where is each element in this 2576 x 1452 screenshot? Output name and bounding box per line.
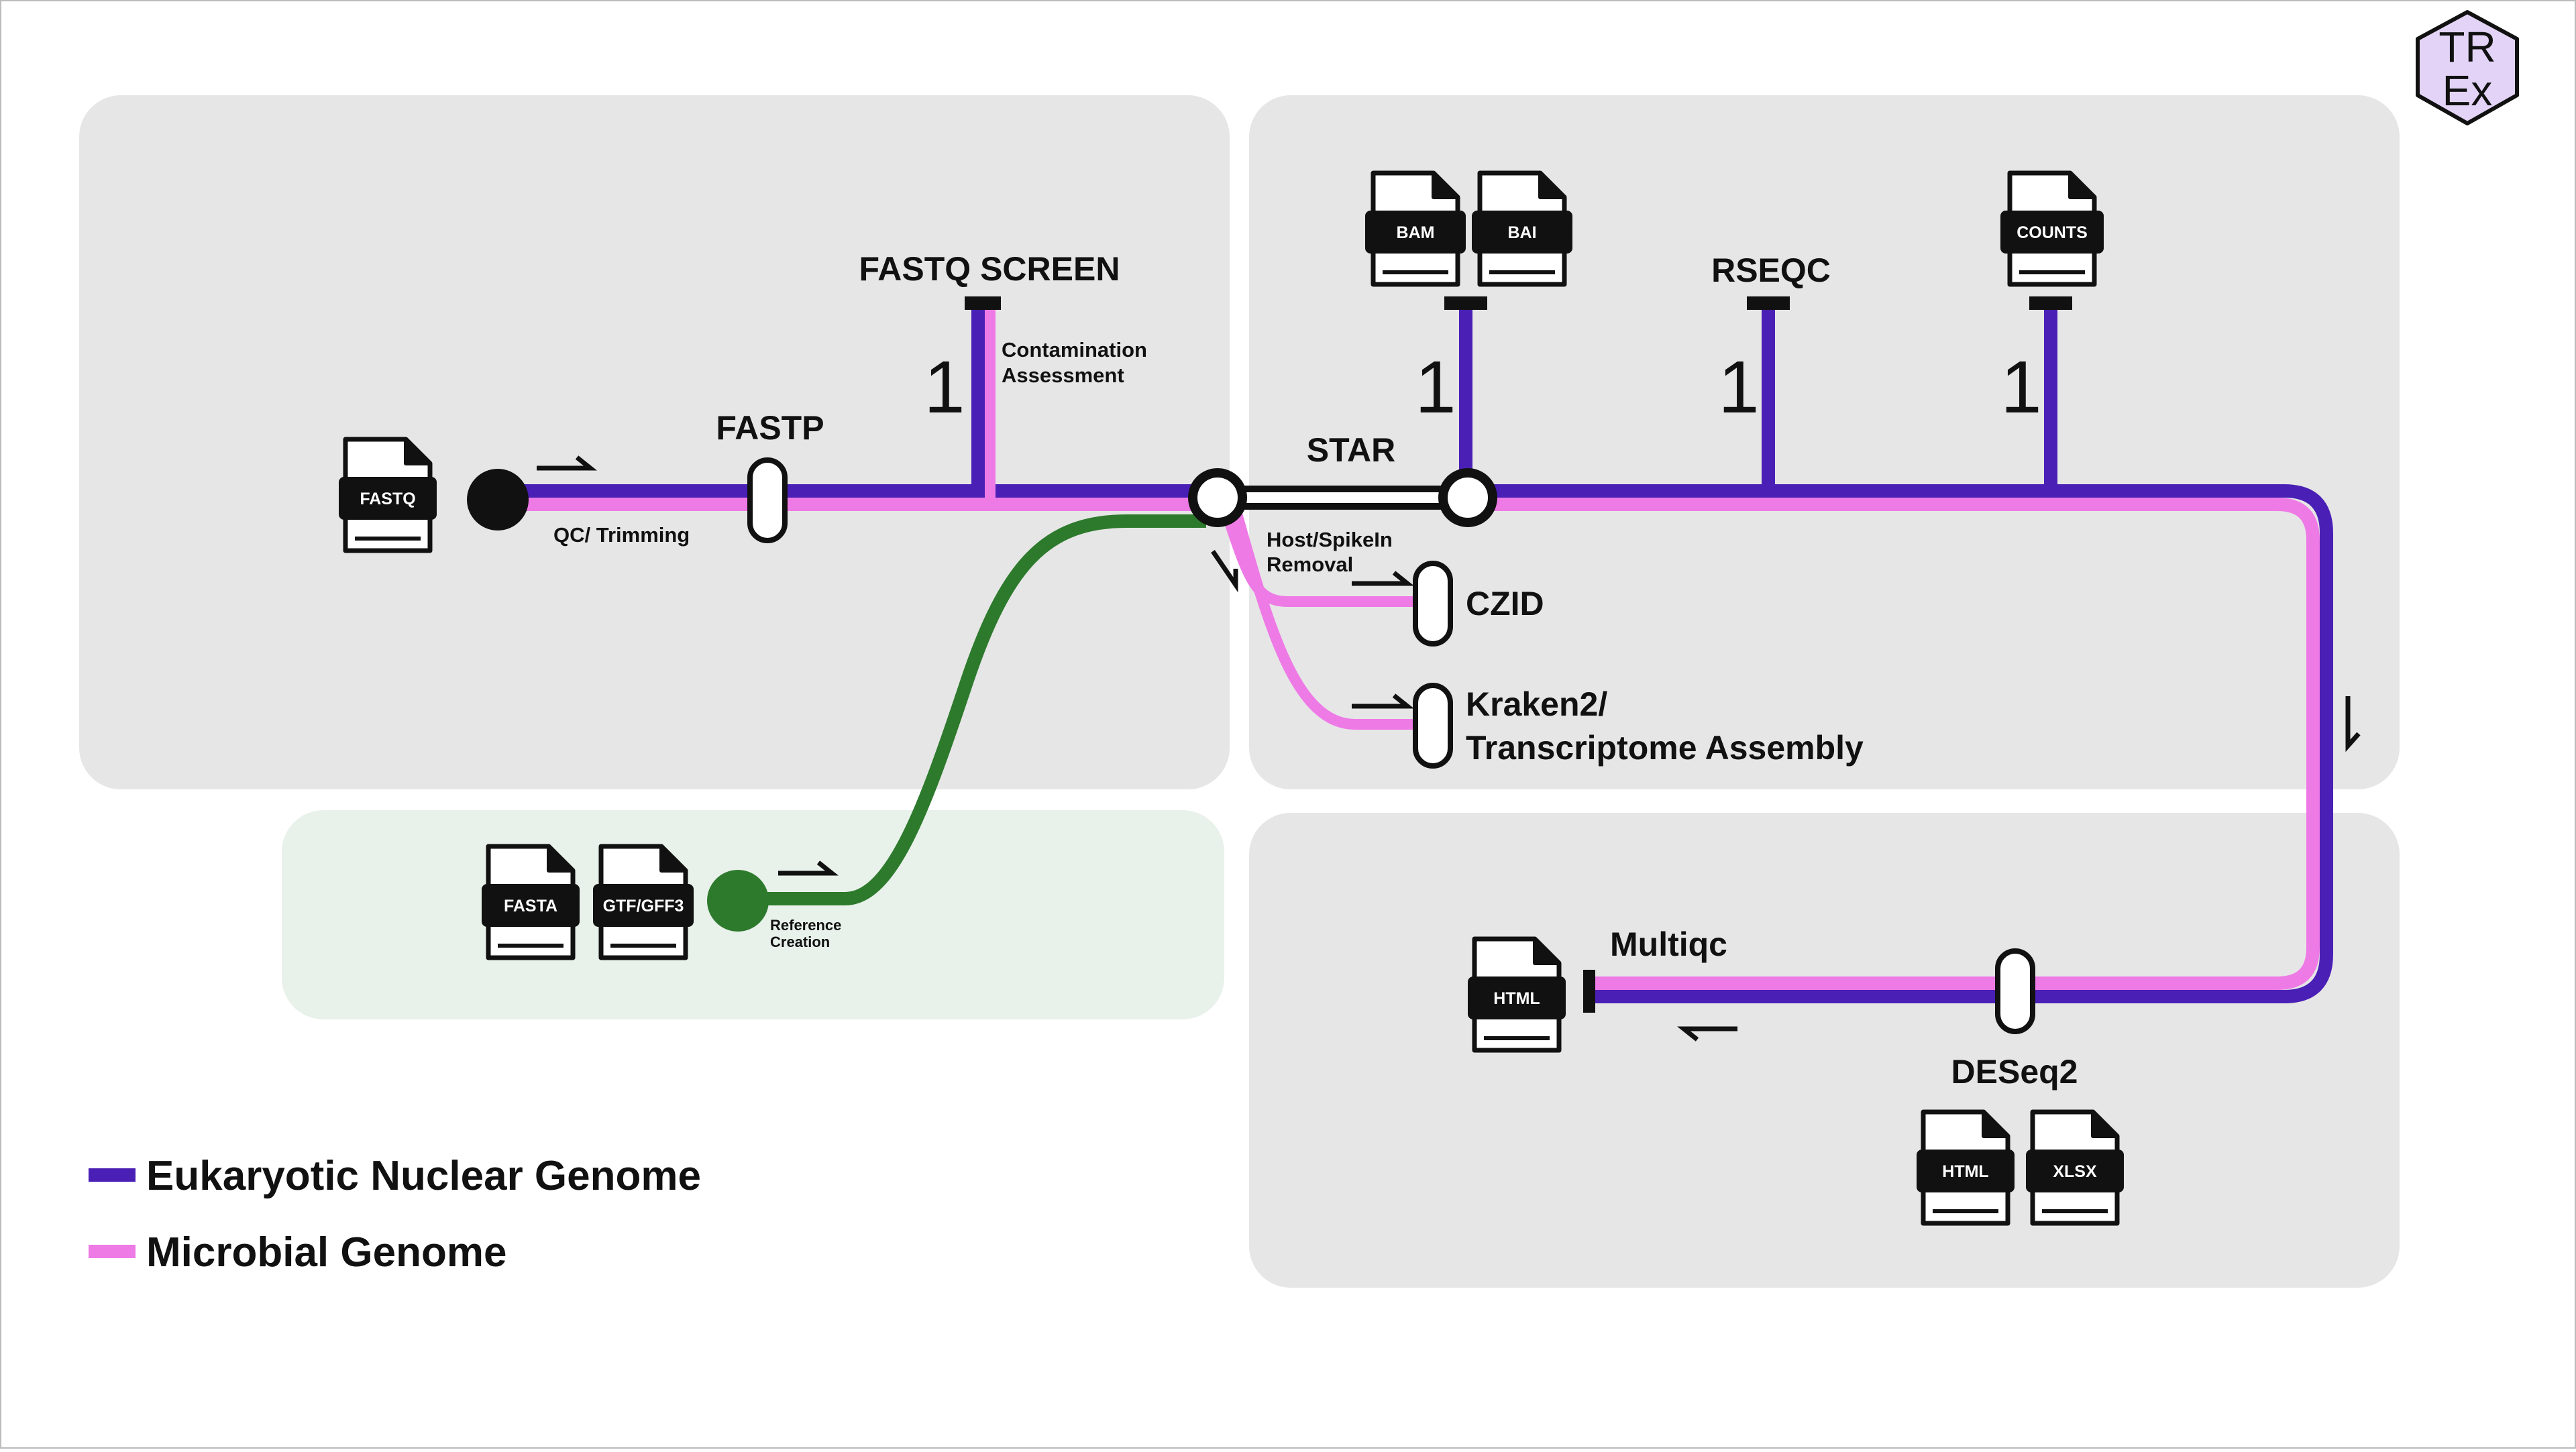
bam-file-label: BAM [1397, 223, 1435, 242]
counts-count: 1 [2000, 346, 2041, 429]
multiqc-html-file-label: HTML [1493, 989, 1540, 1008]
arrow-right-icon [1352, 693, 1414, 709]
arrow-right-icon [778, 860, 839, 876]
counts-terminus [2029, 296, 2072, 310]
fastq-screen-label: FASTQ SCREEN [859, 250, 1120, 288]
deseq2-xlsx-file-label: XLSX [2053, 1162, 2097, 1181]
reference-label-line1: Reference [770, 917, 841, 934]
legend-swatch-eukaryotic [89, 1168, 136, 1182]
rseqc-label: RSEQC [1711, 252, 1831, 289]
star-end-node [1438, 468, 1497, 527]
fastp-label: FASTP [716, 409, 824, 447]
fastq-screen-count: 1 [924, 346, 965, 429]
host-removal-label-line2: Removal [1267, 553, 1353, 576]
logo-hexagon-icon [2416, 10, 2519, 125]
host-removal-label-line1: Host/SpikeIn [1267, 528, 1393, 551]
contamination-label-line1: Contamination [1002, 338, 1147, 361]
czid-label: CZID [1466, 585, 1544, 622]
counts-file-label: COUNTS [2017, 223, 2088, 242]
logo-line1: TR [2438, 23, 2496, 71]
microbial-line-main [1468, 498, 2320, 990]
eukaryotic-line-main [1468, 484, 2333, 1003]
arrow-right-icon [537, 455, 597, 471]
multiqc-terminus [1583, 970, 1595, 1013]
rseqc-count: 1 [1718, 346, 1759, 429]
deseq2-xlsx-file-icon: XLSX [2026, 1112, 2124, 1223]
kraken-node [1413, 683, 1453, 769]
panel-preprocessing [79, 95, 1230, 789]
arrow-right-icon [1352, 571, 1414, 586]
bai-file-icon: BAI [1472, 173, 1572, 284]
kraken-label-line2: Transcriptome Assembly [1466, 729, 1864, 767]
legend-label-eukaryotic: Eukaryotic Nuclear Genome [146, 1153, 701, 1199]
fastp-node [747, 457, 788, 543]
reference-start-node [707, 870, 769, 932]
rseqc-terminus [1747, 296, 1790, 310]
legend-swatch-microbial [89, 1245, 136, 1258]
bam-count: 1 [1415, 346, 1456, 429]
fasta-file-label: FASTA [504, 897, 557, 915]
qc-trimming-label: QC/ Trimming [553, 523, 690, 547]
reference-label-line2: Creation [770, 934, 830, 950]
panel-analysis [1249, 813, 2400, 1288]
deseq2-html-file-label: HTML [1942, 1162, 1988, 1181]
fasta-file-icon: FASTA [482, 846, 580, 958]
kraken-branch [1229, 502, 1415, 730]
multiqc-label: Multiqc [1610, 926, 1727, 963]
bam-file-icon: BAM [1365, 173, 1466, 284]
input-start-node [467, 469, 529, 530]
fastq-file-label: FASTQ [360, 490, 415, 508]
gtf-file-label: GTF/GFF3 [603, 897, 684, 915]
deseq2-label: DESeq2 [1951, 1053, 2078, 1091]
arrow-left-icon [1677, 1026, 1737, 1042]
reference-line [738, 514, 1206, 905]
arrow-down-right-icon [1211, 550, 1238, 593]
trex-logo: TR Ex [2416, 10, 2519, 125]
star-label: STAR [1307, 431, 1395, 469]
fastq-screen-terminus [965, 296, 1001, 310]
counts-file-icon: COUNTS [2000, 173, 2104, 284]
kraken-label-line1: Kraken2/ [1466, 685, 1607, 723]
arrow-down-icon [2345, 696, 2361, 752]
contamination-label-line2: Assessment [1002, 364, 1124, 387]
star-start-node [1188, 468, 1247, 527]
fastq-file-icon: FASTQ [339, 439, 437, 551]
legend-label-microbial: Microbial Genome [146, 1229, 506, 1276]
bam-terminus [1444, 296, 1487, 310]
bai-file-label: BAI [1507, 223, 1536, 242]
czid-node [1413, 561, 1453, 647]
multiqc-html-file-icon: HTML [1468, 939, 1566, 1050]
deseq2-node [1995, 948, 2035, 1034]
deseq2-html-file-icon: HTML [1917, 1112, 2015, 1223]
gtf-file-icon: GTF/GFF3 [593, 846, 694, 958]
logo-line2: Ex [2443, 66, 2493, 115]
